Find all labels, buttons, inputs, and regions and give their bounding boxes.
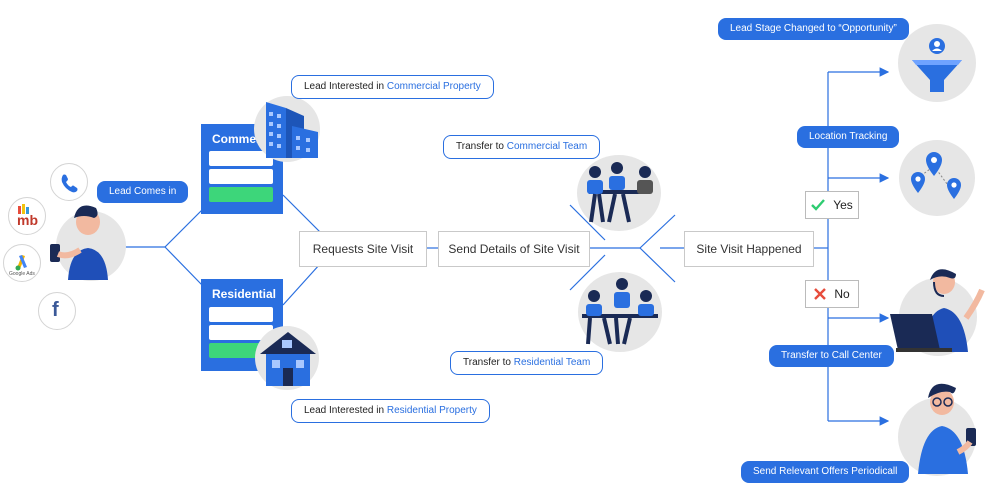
funnel-icon <box>912 38 962 92</box>
commercial-building-icon <box>266 102 318 158</box>
phone-icon <box>50 163 88 201</box>
transfer-residential-highlight: Residential Team <box>513 357 591 368</box>
residential-interest-highlight: Residential Property <box>386 405 477 416</box>
commercial-form-submit <box>209 187 273 202</box>
commercial-interest-callout: Lead Interested in Commercial Property <box>291 75 494 99</box>
residential-form-title: Residential <box>212 287 277 301</box>
lead-person-illustration <box>50 205 108 280</box>
cross-icon <box>814 288 827 300</box>
transfer-commercial-prefix: Transfer to <box>456 141 507 152</box>
send-offers-pill: Send Relevant Offers Periodicall <box>741 461 910 483</box>
yes-decision: Yes <box>805 191 859 219</box>
facebook-icon: f <box>38 292 76 330</box>
location-tracking-pill: Location Tracking <box>797 126 900 148</box>
offers-person-illustration <box>918 383 976 474</box>
commercial-team-illustration <box>587 162 653 223</box>
google-ads-caption: Google Ads <box>9 271 35 277</box>
facebook-glyph: f <box>52 299 59 321</box>
lead-comes-in-pill: Lead Comes in <box>97 181 189 203</box>
call-center-agent-illustration <box>890 269 985 352</box>
commercial-form-field-1 <box>209 151 273 166</box>
residential-form-field-2 <box>209 325 273 340</box>
transfer-commercial-callout: Transfer to Commercial Team <box>443 135 601 159</box>
check-icon <box>811 199 826 211</box>
send-details-box: Send Details of Site Visit <box>438 231 590 267</box>
magicbricks-logo: mb <box>8 197 46 235</box>
yes-label: Yes <box>833 198 853 212</box>
commercial-interest-prefix: Lead Interested in <box>304 81 387 92</box>
commercial-interest-highlight: Commercial Property <box>386 81 481 92</box>
magicbricks-text: mb <box>17 212 38 228</box>
site-visit-happened-box: Site Visit Happened <box>684 231 814 267</box>
residential-interest-callout: Lead Interested in Residential Property <box>291 399 490 423</box>
transfer-residential-callout: Transfer to Residential Team <box>450 351 604 375</box>
transfer-commercial-highlight: Commercial Team <box>506 141 588 152</box>
requests-site-visit-box: Requests Site Visit <box>299 231 427 267</box>
transfer-residential-prefix: Transfer to <box>463 357 514 368</box>
residential-team-illustration <box>582 278 658 345</box>
residential-house-icon <box>260 332 316 386</box>
magicbricks-bars <box>18 204 29 214</box>
google-ads-icon: Google Ads <box>3 244 41 282</box>
residential-form-field-1 <box>209 307 273 322</box>
transfer-call-center-pill: Transfer to Call Center <box>769 345 894 367</box>
commercial-form-field-2 <box>209 169 273 184</box>
no-label: No <box>834 287 850 301</box>
stage-changed-pill: Lead Stage Changed to “Opportunity” <box>718 18 909 40</box>
location-pins-icon <box>911 152 961 199</box>
residential-interest-prefix: Lead Interested in <box>304 405 387 416</box>
no-decision: No <box>805 280 859 308</box>
